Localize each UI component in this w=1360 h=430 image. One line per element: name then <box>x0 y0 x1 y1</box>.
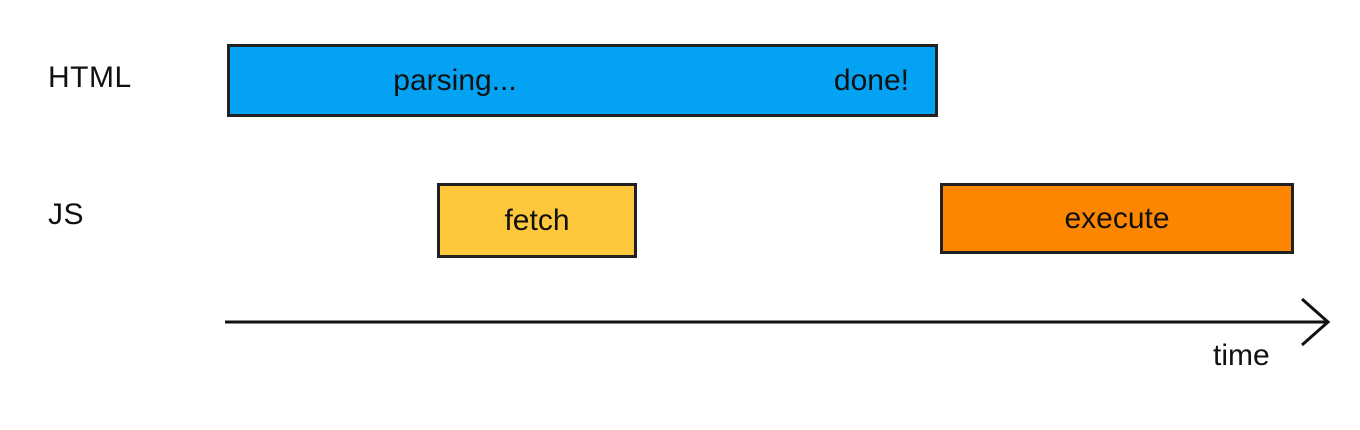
js-fetch-bar: fetch <box>437 183 637 258</box>
row-label-js: JS <box>48 198 85 231</box>
time-axis-label: time <box>1213 339 1270 372</box>
done-label: done! <box>833 63 909 97</box>
execute-label: execute <box>1064 201 1170 235</box>
js-execute-bar: execute <box>940 183 1294 254</box>
row-label-html: HTML <box>48 61 132 94</box>
arrowhead-icon <box>1301 297 1331 347</box>
parsing-label: parsing... <box>393 63 517 97</box>
html-parsing-bar: parsing... done! <box>227 44 938 117</box>
fetch-label: fetch <box>504 203 570 237</box>
